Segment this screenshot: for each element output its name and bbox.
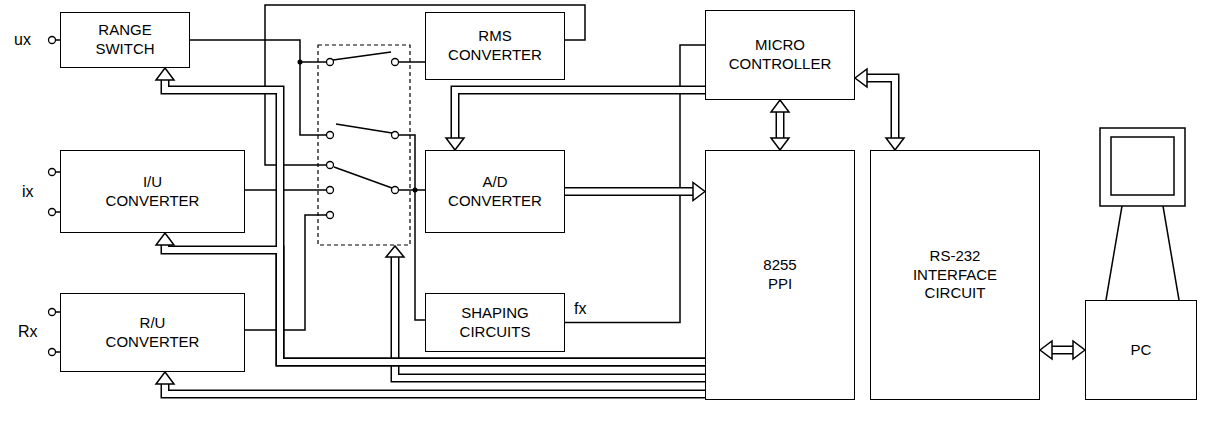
bus-arrow — [455, 90, 705, 139]
wire — [399, 61, 426, 63]
arrow-head — [693, 183, 705, 201]
arrow-head — [1040, 341, 1052, 359]
box-label: RANGE SWITCH — [85, 21, 165, 59]
process-box: RMS CONVERTER — [425, 12, 565, 80]
arrow-head — [446, 138, 464, 150]
bus-arrow — [565, 187, 694, 196]
bus-arrow — [866, 78, 895, 139]
switch-box — [318, 45, 410, 245]
switch-arm — [333, 52, 392, 188]
arrow-head — [771, 100, 789, 112]
terminal — [49, 209, 56, 216]
wire — [399, 135, 426, 320]
wire — [265, 5, 585, 165]
junction-dot — [298, 60, 303, 65]
switch-contact — [327, 132, 334, 139]
arrow-head — [156, 68, 174, 80]
switch-contact — [392, 132, 399, 139]
terminal — [49, 37, 56, 44]
bus-fill — [1051, 347, 1074, 353]
arrow-head — [156, 233, 174, 245]
bus-fill — [165, 383, 705, 394]
bus-fill — [165, 244, 705, 362]
box-label: MICRO CONTROLLER — [720, 36, 840, 74]
arrow-head — [855, 69, 867, 87]
bus-arrow — [165, 79, 705, 362]
switch-arm — [336, 124, 392, 133]
bus-fill — [565, 189, 694, 195]
arrow-head — [771, 138, 789, 150]
box-label: RMS CONVERTER — [440, 27, 550, 65]
bus-arrow — [165, 383, 705, 394]
process-box: MICRO CONTROLLER — [705, 10, 855, 100]
switch-contact — [392, 187, 399, 194]
wire — [300, 61, 327, 63]
switch-contact — [327, 162, 334, 169]
junction-dot — [413, 188, 418, 193]
box-label: PC — [1131, 341, 1152, 360]
box-label: 8255 PPI — [755, 256, 805, 294]
process-box: SHAPING CIRCUITS — [425, 293, 565, 352]
monitor-screen — [1111, 137, 1174, 195]
arrow-head — [156, 372, 174, 384]
bus-fill — [866, 78, 895, 139]
box-label: A/D CONVERTER — [440, 173, 550, 211]
process-box: PC — [1085, 300, 1197, 400]
box-label: I/U CONVERTER — [98, 173, 208, 211]
switch-contact — [327, 59, 334, 66]
switch-contact — [392, 59, 399, 66]
bus-arrow — [1051, 346, 1074, 355]
bus-arrow — [165, 244, 705, 362]
junction-dot — [298, 60, 418, 193]
signal-name: Rx — [18, 323, 38, 341]
terminal — [49, 169, 56, 176]
bus-fill — [165, 79, 705, 362]
bus-arrow — [776, 111, 785, 139]
process-box: 8255 PPI — [705, 150, 855, 400]
process-box: I/U CONVERTER — [60, 150, 245, 233]
signal-name: ix — [22, 183, 34, 201]
switch-arm — [333, 52, 391, 60]
signal-name: ux — [14, 31, 31, 49]
box-label: RS-232 INTERFACE CIRCUIT — [900, 247, 1010, 303]
box-label: R/U CONVERTER — [98, 314, 208, 352]
bus-fill — [455, 90, 705, 139]
switch-contact — [327, 187, 334, 194]
process-box: RANGE SWITCH — [60, 12, 190, 68]
terminal — [49, 309, 56, 316]
monitor-frame — [1100, 128, 1185, 206]
wire — [399, 189, 426, 191]
terminal — [49, 349, 56, 356]
arrow-head — [1073, 341, 1085, 359]
signal-line — [565, 45, 705, 323]
switch-arm — [334, 167, 392, 188]
arrow-head — [386, 246, 404, 257]
wire — [245, 215, 327, 330]
arrow-head — [886, 138, 904, 150]
process-box: RS-232 INTERFACE CIRCUIT — [870, 150, 1040, 400]
monitor-stand — [1106, 206, 1122, 300]
box-label: SHAPING CIRCUITS — [440, 304, 550, 342]
switch-contact — [327, 212, 334, 219]
wire — [245, 189, 327, 191]
bus-fill — [777, 111, 783, 139]
signal-name: fx — [574, 300, 586, 318]
monitor-stand — [1163, 206, 1179, 300]
process-box: A/D CONVERTER — [425, 150, 565, 233]
monitor-icon — [1100, 128, 1185, 300]
process-box: R/U CONVERTER — [60, 293, 245, 372]
